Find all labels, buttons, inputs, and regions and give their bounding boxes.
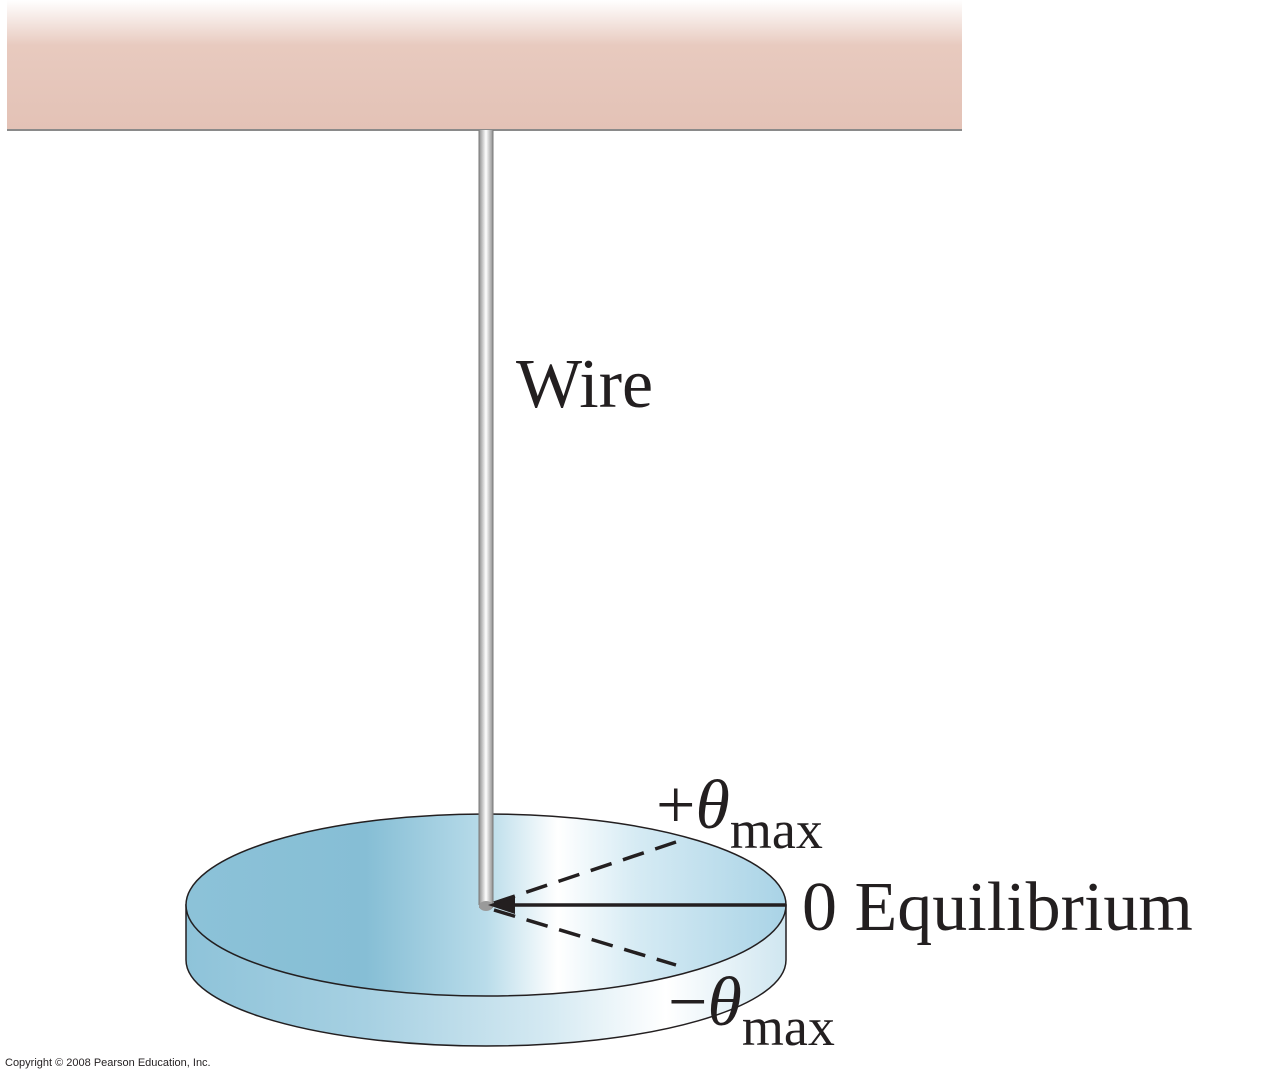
ceiling-support xyxy=(7,0,962,130)
max-subscript: max xyxy=(730,800,823,860)
equilibrium-arrowhead xyxy=(488,896,515,914)
wire-label: Wire xyxy=(516,346,653,423)
wire xyxy=(479,130,493,908)
theta-symbol: θ xyxy=(695,767,729,844)
theta-symbol: θ xyxy=(707,964,741,1041)
plus-sign: + xyxy=(656,767,695,844)
plus-theta-max-label: +θmax xyxy=(656,767,823,860)
copyright-notice: Copyright © 2008 Pearson Education, Inc. xyxy=(5,1057,211,1069)
max-subscript: max xyxy=(742,997,835,1057)
equilibrium-label: 0 Equilibrium xyxy=(802,869,1193,946)
wire-attachment-point xyxy=(479,901,493,911)
minus-theta-max-label: −θmax xyxy=(668,964,835,1057)
minus-sign: − xyxy=(668,964,707,1041)
